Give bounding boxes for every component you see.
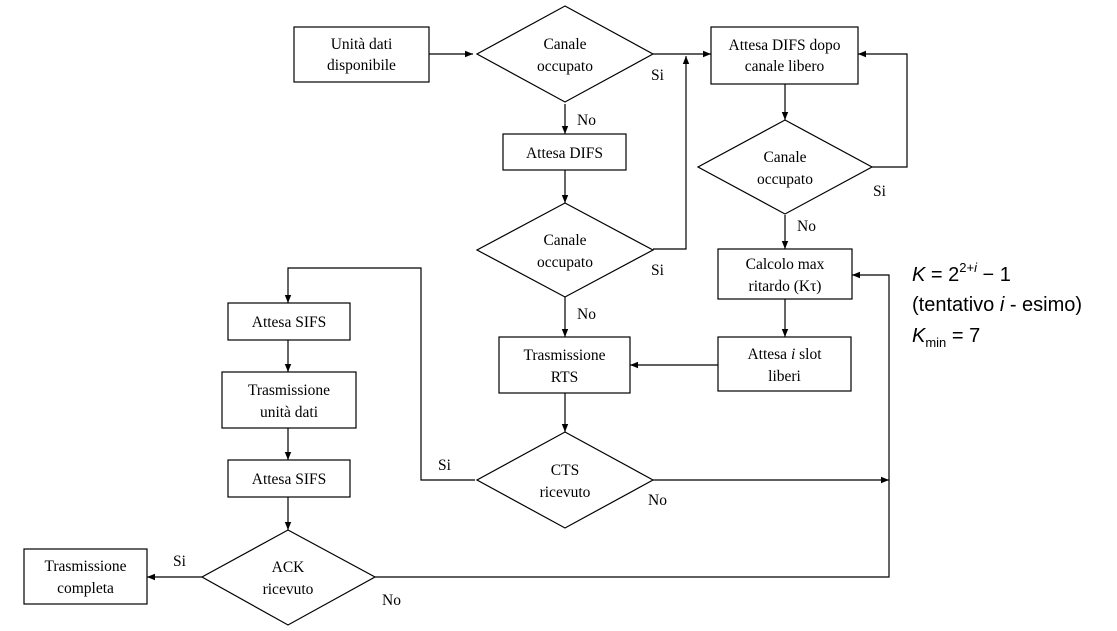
formula-eq: = 2 [925, 264, 959, 286]
decision-label-line2: ricevuto [263, 581, 314, 598]
node-label-line2: completa [57, 580, 114, 597]
node-trasmissione-unita-dati: Trasmissione unità dati [221, 371, 357, 429]
decision-label-line1: CTS [551, 462, 579, 479]
node-label-line1: Attesa i slot [747, 346, 822, 363]
formula-line1: K = 22+i − 1 [912, 260, 1011, 286]
formula-block: K = 22+i − 1 (tentativo i - esimo) Kmin … [912, 260, 1082, 350]
node-attesa-i-slot-liberi: Attesa i slot liberi [717, 336, 852, 392]
decision-label-line2: occupato [757, 171, 813, 188]
formula-pre: (tentativo [912, 294, 1000, 316]
formula-var: i [1000, 294, 1005, 316]
node-label-line1: Unità dati [331, 36, 393, 53]
slot-pre: Attesa [747, 346, 790, 363]
edges [147, 50, 908, 581]
label-ack-si: Si [173, 553, 187, 570]
decision-label-line1: ACK [272, 559, 306, 576]
node-attesa-difs: Attesa DIFS [502, 133, 627, 171]
edge-canale3-si [858, 50, 908, 168]
formula-line3: Kmin = 7 [912, 325, 980, 350]
decision-canale-occupato-2: Canale occupato [475, 202, 655, 298]
node-label-line1: Trasmissione [523, 347, 605, 364]
node-label-line2: unità dati [260, 404, 319, 421]
slot-post: slot [795, 346, 822, 363]
label-canale2-no: No [577, 306, 596, 323]
formula-kmin-tail: = 7 [946, 325, 980, 347]
node-label-line2: RTS [551, 369, 579, 386]
node-attesa-difs-dopo-canale-libero: Attesa DIFS dopo canale libero [710, 26, 859, 85]
node-label-line2: ritardo (Kτ) [749, 278, 822, 295]
label-canale3-si: Si [873, 183, 887, 200]
node-label-line2: canale libero [745, 58, 825, 75]
edge-ack-no [375, 271, 890, 578]
label-canale3-no: No [797, 218, 816, 235]
edge-canale2-si [653, 56, 690, 250]
node-label: Attesa SIFS [252, 314, 327, 331]
label-cts-no: No [648, 492, 667, 509]
formula-kmin-sub: min [925, 335, 946, 350]
label-canale1-si: Si [651, 67, 665, 84]
node-trasmissione-completa: Trasmissione completa [23, 548, 148, 605]
node-label-line1: Trasmissione [44, 558, 126, 575]
edge-labels: Si No Si Si No No Si No Si No [173, 67, 887, 609]
node-label-line2: disponibile [327, 57, 396, 74]
formula-exp-pre: 2+ [959, 260, 974, 275]
edge-cts-si [284, 267, 475, 481]
node-unita-dati-disponibile: Unità dati disponibile [293, 26, 430, 83]
decision-label-line2: ricevuto [540, 484, 591, 501]
node-label: Attesa SIFS [252, 471, 327, 488]
decision-label-line2: occupato [537, 254, 593, 271]
node-label-line1: Calcolo max [746, 256, 825, 273]
decision-canale-occupato-3: Canale occupato [696, 119, 874, 215]
node-label-line1: Attesa DIFS dopo [729, 37, 841, 54]
label-ack-no: No [382, 592, 401, 609]
node-label-line1: Trasmissione [248, 382, 330, 399]
decision-cts-ricevuto: CTS ricevuto [475, 431, 655, 529]
formula-kmin-k: K [912, 325, 927, 347]
slot-var: i [791, 346, 795, 363]
decision-canale-occupato-1: Canale occupato [475, 5, 655, 103]
node-attesa-sifs-1: Attesa SIFS [227, 302, 351, 341]
label-canale1-no: No [577, 112, 596, 129]
formula-line2: (tentativo i - esimo) [912, 294, 1082, 316]
decision-label-line1: Canale [763, 149, 806, 166]
decision-label-line1: Canale [543, 232, 586, 249]
formula-tail: − 1 [977, 264, 1011, 286]
formula-exp-var: i [974, 260, 978, 275]
formula-post: - esimo) [1004, 294, 1082, 316]
node-attesa-sifs-2: Attesa SIFS [227, 459, 351, 498]
node-calcolo-max-ritardo: Calcolo max ritardo (Kτ) [717, 248, 853, 300]
label-canale2-si: Si [651, 262, 665, 279]
decision-label-line1: Canale [543, 36, 586, 53]
node-label: Attesa DIFS [526, 145, 603, 162]
decision-ack-ricevuto: ACK ricevuto [200, 529, 377, 626]
decision-label-line2: occupato [537, 58, 593, 75]
node-trasmissione-rts: Trasmissione RTS [498, 336, 631, 394]
label-cts-si: Si [438, 457, 452, 474]
formula-k: K [912, 264, 927, 286]
node-label-line2: liberi [768, 368, 801, 385]
